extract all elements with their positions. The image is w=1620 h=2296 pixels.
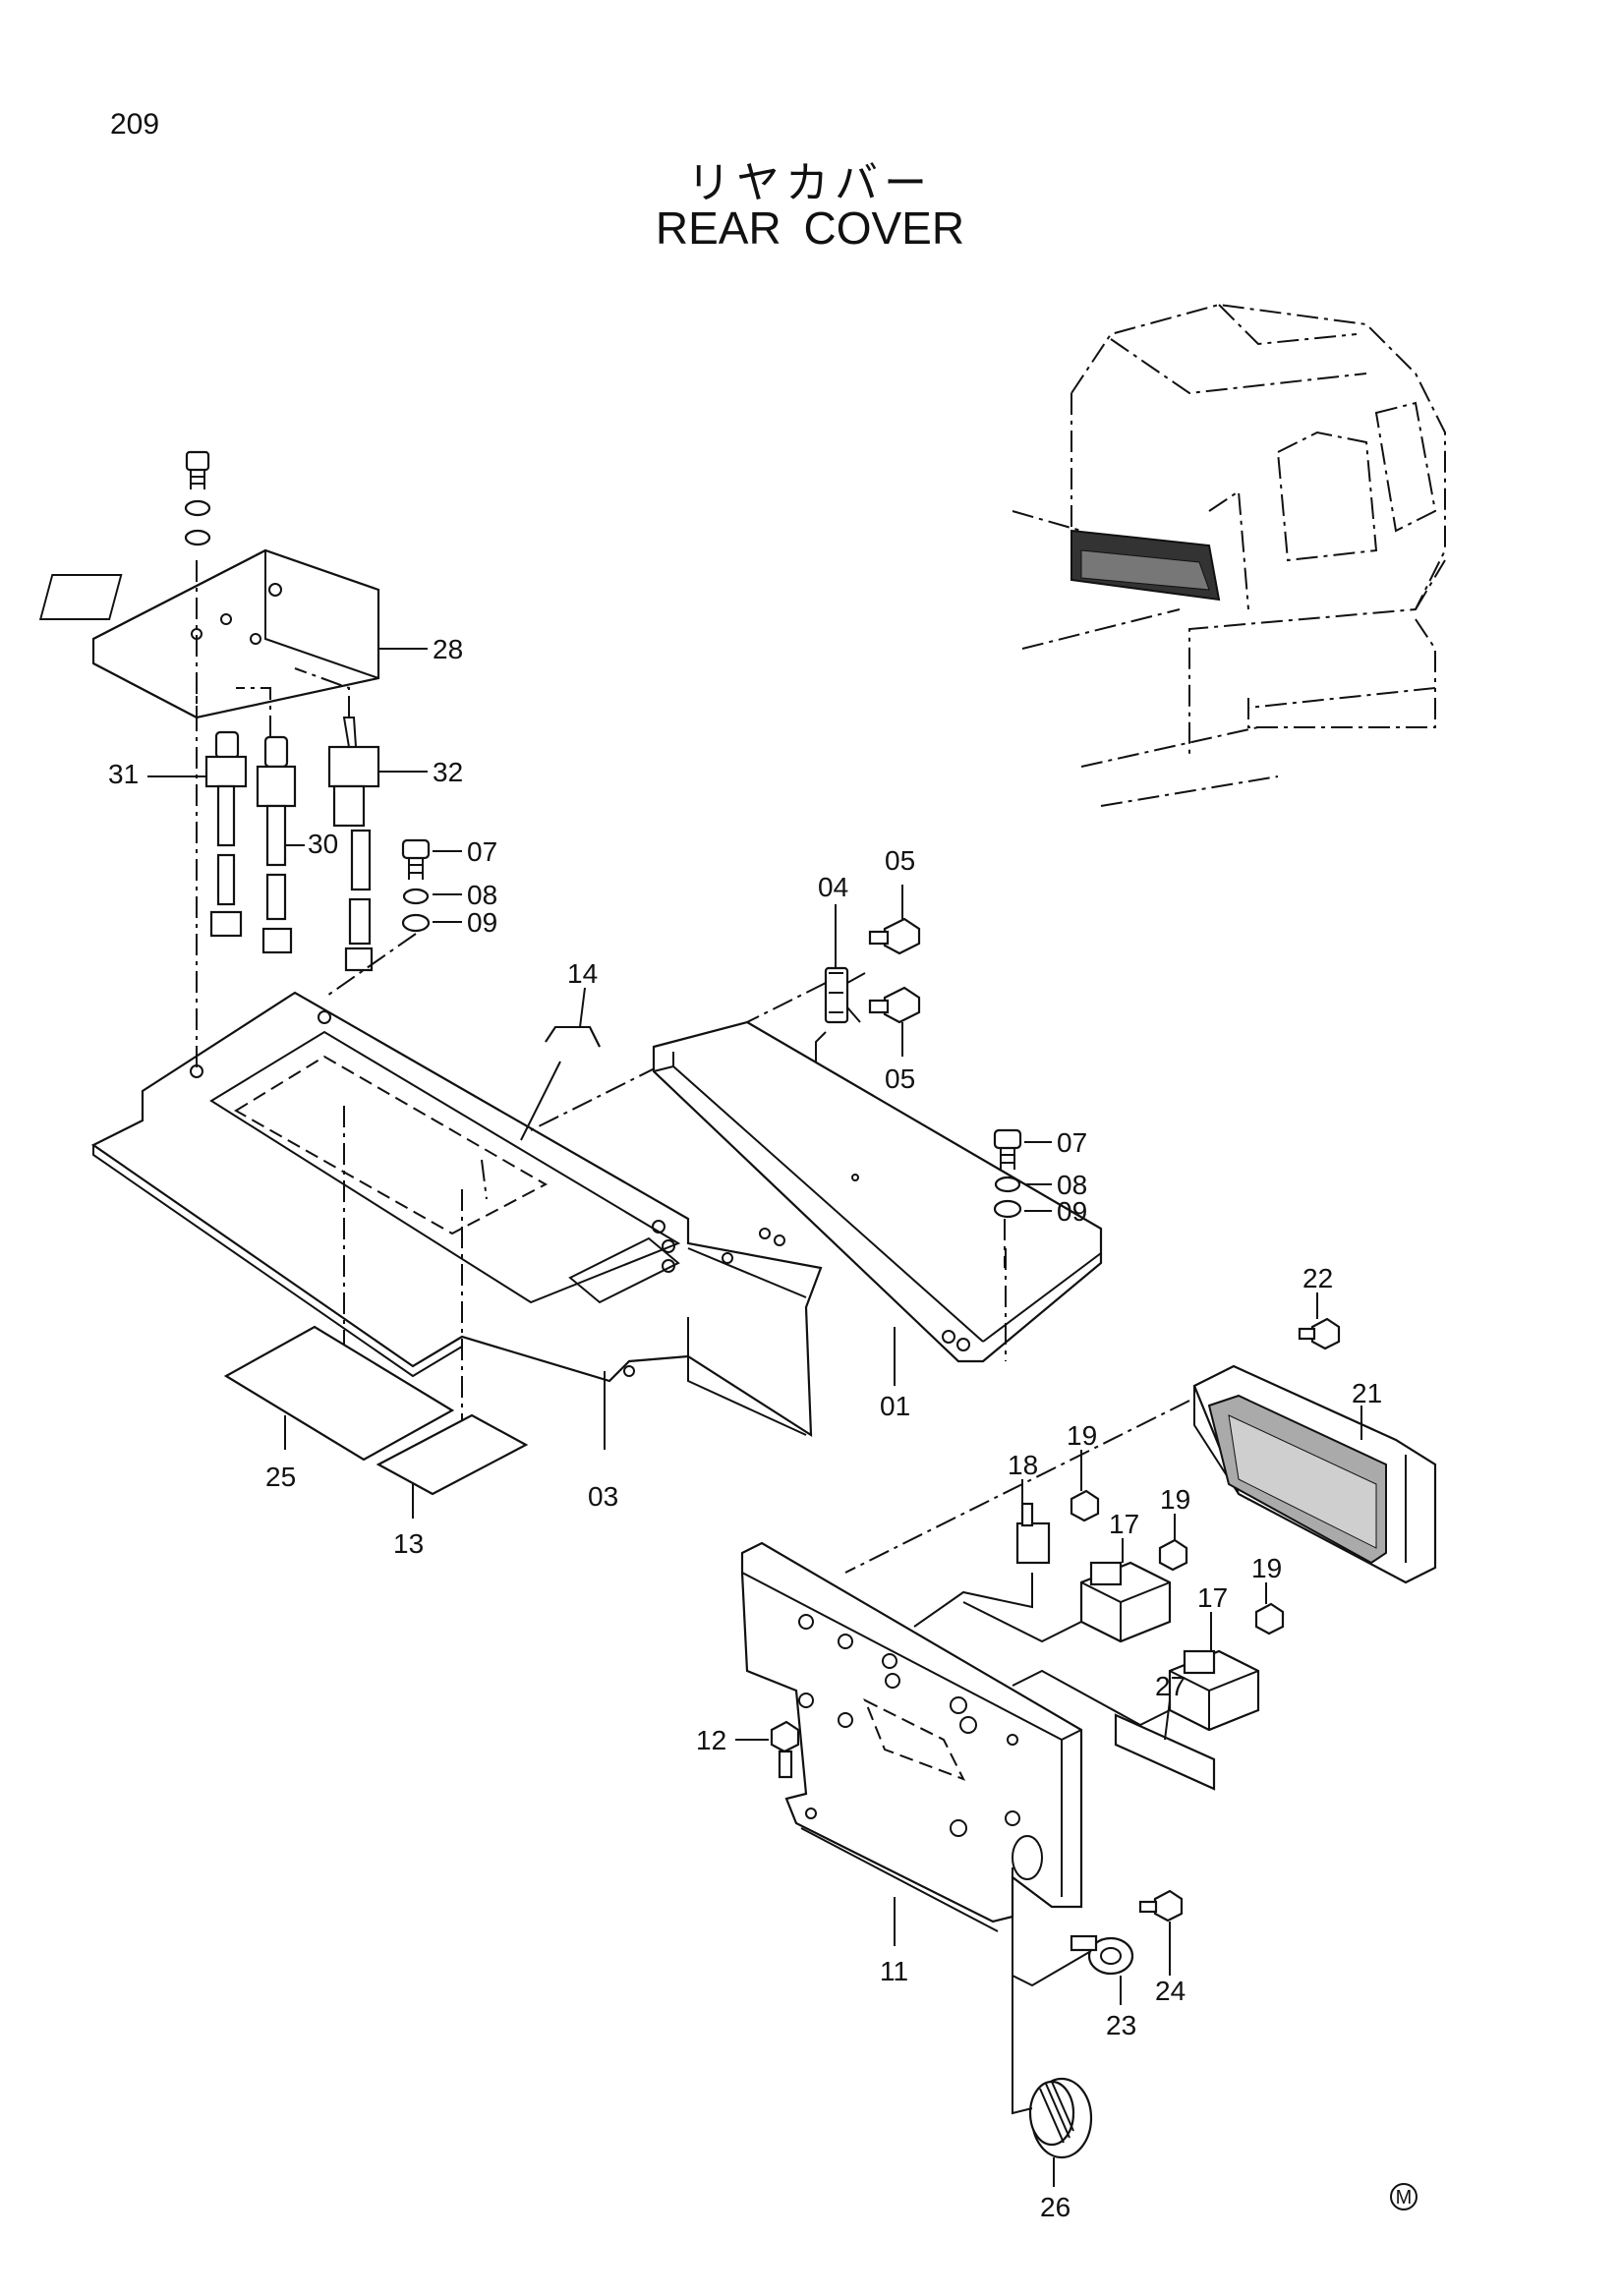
plate-bolt [770, 1720, 800, 1779]
switch-assemblies [196, 667, 380, 972]
callout-05-top: 05 [885, 845, 915, 876]
callout-25: 25 [265, 1462, 296, 1492]
callout-27: 27 [1155, 1671, 1186, 1701]
mounting-plate [740, 1541, 1083, 1932]
callout-07-left: 07 [467, 836, 497, 867]
callout-19-c: 19 [1251, 1553, 1282, 1583]
relay-lower [1168, 1649, 1260, 1732]
callout-21: 21 [1352, 1378, 1382, 1408]
callout-11: 11 [880, 1956, 908, 1986]
callout-23: 23 [1106, 2010, 1136, 2040]
decal-sheets [223, 1325, 529, 1496]
callout-26: 26 [1040, 2192, 1070, 2222]
callout-labels: 28 31 32 30 07 08 09 04 05 05 14 07 08 0… [108, 634, 1382, 2222]
cover-handle [545, 1026, 601, 1048]
screw-washers-left [401, 838, 431, 933]
callout-17-a: 17 [1109, 1509, 1139, 1539]
callout-12: 12 [696, 1725, 726, 1755]
bracket-screw-stack [184, 450, 211, 546]
callout-18: 18 [1008, 1450, 1038, 1480]
cover-frame [652, 1020, 1103, 1363]
rear-cover-plate [90, 991, 823, 1438]
callout-04: 04 [818, 872, 848, 902]
relay-screws [1070, 1489, 1285, 1636]
callout-14: 14 [567, 958, 598, 989]
screw-washers-right [993, 1128, 1022, 1219]
callout-01: 01 [880, 1391, 910, 1421]
latch [824, 966, 866, 1024]
housing-bolt [1298, 1317, 1341, 1350]
callout-19-b: 19 [1160, 1484, 1190, 1515]
callout-30: 30 [308, 829, 338, 859]
callout-09-right: 09 [1057, 1196, 1087, 1227]
callout-31: 31 [108, 759, 139, 789]
latch-bolts [868, 917, 921, 1024]
grommet [1028, 2077, 1093, 2159]
callout-24: 24 [1155, 1976, 1186, 2006]
manufacturer-mark: M [1390, 2183, 1418, 2210]
page-number: 209 [110, 108, 160, 141]
title-japanese: リヤカバー [687, 158, 933, 208]
callout-07-right: 07 [1057, 1127, 1087, 1158]
callout-28: 28 [433, 634, 463, 664]
clamp-bolt [1138, 1889, 1184, 1923]
callout-08-left: 08 [467, 880, 497, 910]
connector [1015, 1502, 1051, 1565]
callout-19-a: 19 [1067, 1420, 1097, 1451]
callout-17-b: 17 [1197, 1582, 1228, 1613]
cable-clamp [1070, 1934, 1134, 1976]
callout-05-bottom: 05 [885, 1063, 915, 1094]
housing-box [1192, 1364, 1437, 1584]
title-english: REAR COVER [655, 202, 965, 254]
callout-09-left: 09 [467, 907, 497, 938]
callout-13: 13 [393, 1528, 424, 1559]
callout-22: 22 [1302, 1263, 1333, 1293]
relay-upper [1079, 1561, 1172, 1643]
callout-03: 03 [588, 1481, 618, 1512]
manufacturer-mark-letter: M [1396, 2187, 1413, 2209]
callout-08-right: 08 [1057, 1170, 1087, 1200]
callout-32: 32 [433, 757, 463, 787]
label-strip [1114, 1713, 1216, 1791]
switch-bracket [38, 548, 380, 719]
machine-locator-view [1012, 303, 1446, 807]
